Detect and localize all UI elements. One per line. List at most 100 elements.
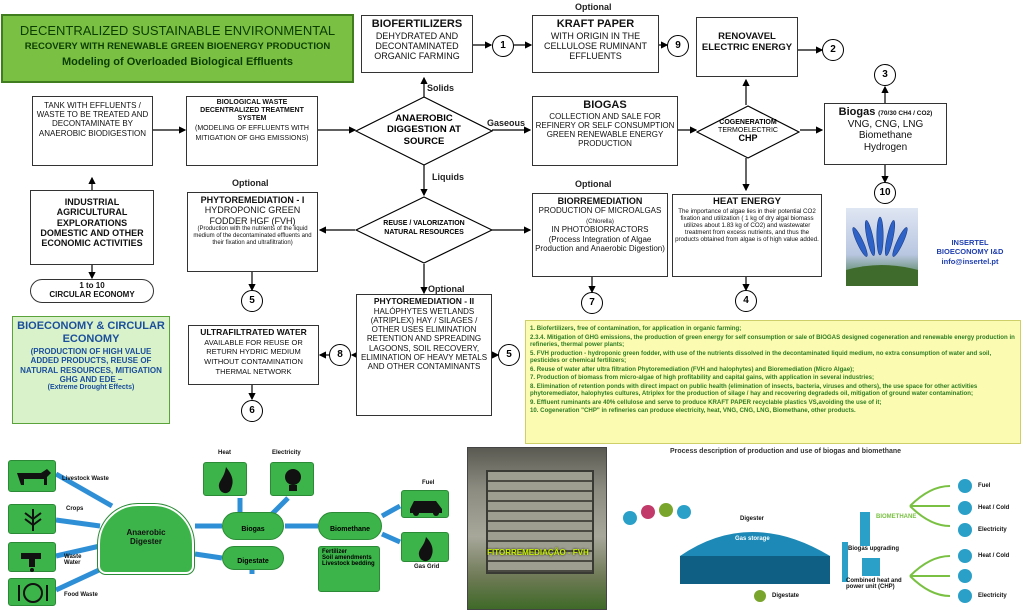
anaerobic-text: ANAEROBIC DIGGESTION AT SOURCE bbox=[387, 113, 461, 147]
process-title: Process description of production and us… bbox=[670, 448, 902, 455]
insertel-line1: INSERTEL bbox=[951, 238, 989, 247]
biorremediation-body2: IN PHOTOBIORRACTORS (Process Integration… bbox=[535, 225, 665, 253]
process-biomethane-label: BIOMETHANE bbox=[876, 514, 917, 520]
biological-waste-title: BIOLOGICAL WASTE DECENTRALIZED TREATMENT… bbox=[200, 99, 304, 123]
gas-grid-label: Gas Grid bbox=[414, 564, 440, 570]
process-digester-label: Digester bbox=[740, 516, 765, 522]
phytoremediation-2-body: HALÓPHYTES WETLANDS (ATRIPLEX) HAY / SIL… bbox=[360, 306, 488, 371]
kraft-paper-body: WITH ORIGIN IN THE CELLULOSE RUMINANT EF… bbox=[543, 30, 648, 62]
infographic-arrows bbox=[54, 471, 402, 593]
biofertilizers-body: DEHYDRATED AND DECONTAMINATED ORGANIC FA… bbox=[374, 30, 460, 62]
step-circle-4: 4 bbox=[735, 290, 757, 312]
biogas-right-line2: Biomethane bbox=[858, 130, 913, 142]
process-fuel-label: Fuel bbox=[978, 483, 991, 489]
digestate-node-label: Digestate bbox=[237, 558, 269, 565]
faucet-icon bbox=[21, 553, 41, 572]
step-circle-7: 7 bbox=[581, 292, 603, 314]
insertel-line3: info@insertel.pt bbox=[941, 256, 999, 266]
note-5: 7. Production of biomass from micro-alga… bbox=[530, 374, 875, 382]
biorremediation-chlorella: (Chlorella) bbox=[586, 218, 614, 225]
step-circle-2: 2 bbox=[822, 39, 844, 61]
heat-tile bbox=[203, 462, 247, 496]
biogas-right-title: Biogas bbox=[838, 106, 876, 118]
biomethane-node: Biomethane bbox=[318, 512, 382, 540]
biogas-right-line3: Hydrogen bbox=[863, 141, 908, 153]
phytoremediation-1-body: HYDROPONIC GREEN FODDER HGF (FVH) bbox=[204, 205, 301, 226]
digester-label: Anaerobic Digester bbox=[126, 528, 166, 546]
biorremediation-box: BIORREMEDIATION PRODUCTION OF MICROALGAS… bbox=[532, 193, 668, 277]
biogas-right-line1: VNG, CNG, LNG bbox=[847, 118, 924, 130]
optional-label-biorem: Optional bbox=[575, 179, 612, 189]
solids-label: Solids bbox=[427, 83, 455, 93]
livestock-tile bbox=[8, 460, 56, 492]
food-waste-label: Food Waste bbox=[64, 592, 98, 598]
step-circle-9: 9 bbox=[667, 35, 689, 57]
biological-waste-box: BIOLOGICAL WASTE DECENTRALIZED TREATMENT… bbox=[186, 96, 318, 166]
cogeneration-sub: TERMOELECTRIC bbox=[718, 126, 778, 134]
crops-tile bbox=[8, 504, 56, 534]
cogeneration-title: COGENERATIOM bbox=[719, 119, 777, 126]
lightbulb-icon bbox=[285, 469, 301, 491]
biogas-box: BIOGAS COLLECTION AND SALE FOR REFINERY … bbox=[532, 96, 678, 166]
reuse-text: REUSE / VALORIZATION NATURAL RESOURCES bbox=[383, 220, 465, 236]
electricity-label: Electricity bbox=[272, 450, 301, 456]
phytoremediation-1-note: (Production with the nutrients of the li… bbox=[193, 226, 312, 246]
heat-energy-box: HEAT ENERGY The importance of algae lies… bbox=[672, 194, 822, 277]
tank-box: TANK WITH EFFLUENTS / WASTE TO BE TREATE… bbox=[32, 96, 153, 166]
biorremediation-title: BIORREMEDIATION bbox=[557, 196, 643, 206]
phytoremediation-2-box: PHYTOREMEDIATION - II HALÓPHYTES WETLAND… bbox=[356, 294, 492, 416]
insertel-text: INSERTEL BIOECONOMY I&D info@insertel.pt bbox=[920, 238, 1020, 266]
livestock-label: Livestock Waste bbox=[62, 476, 109, 482]
biogas-node: Biogas bbox=[222, 512, 284, 540]
biogas-right-box: Biogas (70/30 CH4 / CO2) VNG, CNG, LNG B… bbox=[824, 103, 947, 165]
fuel-tile bbox=[401, 490, 449, 518]
optional-label-top: Optional bbox=[575, 2, 612, 12]
circular-economy-line2: CIRCULAR ECONOMY bbox=[49, 290, 135, 300]
process-diagram: Process description of production and us… bbox=[610, 446, 1024, 610]
flame-icon bbox=[218, 467, 233, 494]
insertel-line2: BIOECONOMY I&D bbox=[936, 247, 1004, 257]
heat-label: Heat bbox=[218, 450, 232, 456]
biogas-right-ratio: (70/30 CH4 / CO2) bbox=[878, 110, 933, 117]
phytoremediation-1-box: PHYTOREMEDIATION - I HYDROPONIC GREEN FO… bbox=[187, 192, 318, 272]
note-8: 10. Cogeneration "CHP" in refineries can… bbox=[530, 407, 856, 415]
insertel-logo bbox=[846, 208, 918, 286]
note-6: 8. Elimination of retention ponds with d… bbox=[530, 382, 978, 398]
process-electricity-label-1: Electricity bbox=[978, 527, 1007, 533]
cow-icon bbox=[17, 469, 51, 485]
industrial-box: INDUSTRIAL AGRICULTURAL EXPLORATIONS DOM… bbox=[30, 190, 154, 265]
circular-economy-line1: 1 to 10 bbox=[79, 281, 105, 290]
note-2: 2.3.4. Mitigation of GHG emissions, the … bbox=[530, 333, 1015, 349]
food-icon bbox=[18, 583, 48, 603]
electricity-tile bbox=[270, 462, 314, 496]
gas-grid-tile bbox=[401, 532, 449, 562]
biogas-body: COLLECTION AND SALE FOR REFINERY OR SELF… bbox=[535, 111, 675, 149]
process-heatcold-label-2: Heat / Cold bbox=[978, 553, 1010, 559]
step-circle-5-b: 5 bbox=[498, 344, 520, 366]
step-circle-10: 10 bbox=[874, 182, 896, 204]
biological-waste-body: (MODELING OF EFFLUENTS WITH MITIGATION O… bbox=[195, 125, 309, 143]
circular-economy-pill: 1 to 10 CIRCULAR ECONOMY bbox=[30, 279, 154, 303]
anaerobic-digester: Anaerobic Digester bbox=[98, 504, 194, 574]
process-graphic bbox=[623, 479, 972, 603]
header-line2: RECOVERY WITH RENEWABLE GREEN BIOENERGY … bbox=[24, 40, 331, 52]
bioeconomy-note: (Extreme Drought Effects) bbox=[47, 384, 135, 392]
renovavel-box: RENOVAVEL ELECTRIC ENERGY bbox=[696, 17, 798, 77]
notes-panel: 1. Biofertilizers, free of contamination… bbox=[525, 320, 1021, 444]
biogas-title: BIOGAS bbox=[583, 99, 627, 111]
note-7: 9. Effluent ruminants are 40% cellulose … bbox=[530, 398, 882, 406]
bioeconomy-body: (PRODUCTION OF HIGH VALUE ADDED PRODUCTS… bbox=[20, 347, 162, 384]
step-circle-5-a: 5 bbox=[241, 290, 263, 312]
ultrafiltrated-water-box: ULTRAFILTRATED WATER AVAILABLE FOR REUSE… bbox=[188, 325, 319, 385]
kraft-paper-box: KRAFT PAPER WITH ORIGIN IN THE CELLULOSE… bbox=[532, 15, 659, 73]
gaseous-label: Gaseous bbox=[487, 118, 526, 128]
heat-energy-title: HEAT ENERGY bbox=[713, 196, 781, 207]
cogeneration-diamond bbox=[696, 105, 800, 159]
crops-icon bbox=[24, 509, 42, 531]
bioeconomy-box: BIOECONOMY & CIRCULAR ECONOMY (PRODUCTIO… bbox=[12, 316, 170, 424]
waste-water-tile bbox=[8, 542, 56, 572]
step-circle-8: 8 bbox=[329, 344, 351, 366]
reuse-diamond bbox=[355, 196, 493, 264]
heat-energy-body: The importance of algae lies in their po… bbox=[675, 207, 819, 244]
digestate-node: Digestate bbox=[222, 546, 284, 570]
